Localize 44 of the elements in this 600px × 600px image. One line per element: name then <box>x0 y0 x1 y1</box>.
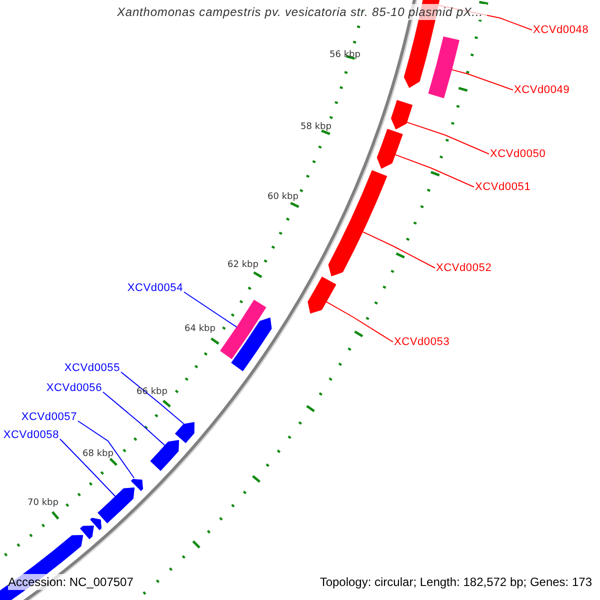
footer-info: Accession: NC_007507 <box>8 574 134 590</box>
gene-bar <box>220 300 266 360</box>
gene-segment <box>328 170 388 276</box>
scale-label: 70 kbp <box>28 498 58 508</box>
leader-line <box>406 122 490 154</box>
scale-label: 66 kbp <box>136 387 168 397</box>
gene-label: XCVd0050 <box>490 148 546 160</box>
gene-segment <box>231 318 272 372</box>
gene-label: XCVd0055 <box>64 362 120 375</box>
gene-segment <box>390 100 413 130</box>
scale-label: 64 kbp <box>184 324 216 334</box>
gene-label: XCVd0058 <box>3 429 59 442</box>
gene-segment <box>150 440 180 471</box>
gene-label: XCVd0052 <box>436 262 492 274</box>
gene-label: XCVd0051 <box>475 180 531 194</box>
scale-label: 68 kbp <box>82 449 114 459</box>
scale-label: 56 kbp <box>330 50 360 60</box>
gene-label: XCVd0049 <box>514 84 570 96</box>
gene-segment <box>308 276 336 314</box>
gene-label: XCVd0054 <box>127 282 183 295</box>
gene-segment <box>376 128 403 169</box>
leader-line <box>362 231 436 268</box>
leader-line <box>184 292 238 328</box>
scale-label: 60 kbp <box>268 192 298 202</box>
leader-line <box>78 420 135 478</box>
gene-label: XCVd0057 <box>21 411 77 424</box>
leader-line <box>326 301 394 342</box>
gene-label: XCVd0056 <box>46 382 102 395</box>
gene-label: XCVd0053 <box>394 336 450 348</box>
leader-line <box>451 69 514 90</box>
scale-label: 58 kbp <box>300 122 332 132</box>
gene-segment <box>90 518 102 530</box>
leader-line <box>394 154 474 188</box>
leader-line <box>102 392 166 446</box>
gene-label: XCVd0048 <box>533 24 589 36</box>
gene-segment <box>174 422 194 444</box>
gene-segment <box>98 487 135 524</box>
leader-line <box>60 438 116 497</box>
gene-bar <box>428 36 460 98</box>
gene-segment <box>80 526 94 540</box>
gene-segment <box>130 478 144 492</box>
scale-label: 62 kbp <box>228 260 258 270</box>
leader-line <box>120 372 184 424</box>
footer-info: Topology: circular; Length: 182,572 bp; Genes: 173 <box>320 574 592 590</box>
